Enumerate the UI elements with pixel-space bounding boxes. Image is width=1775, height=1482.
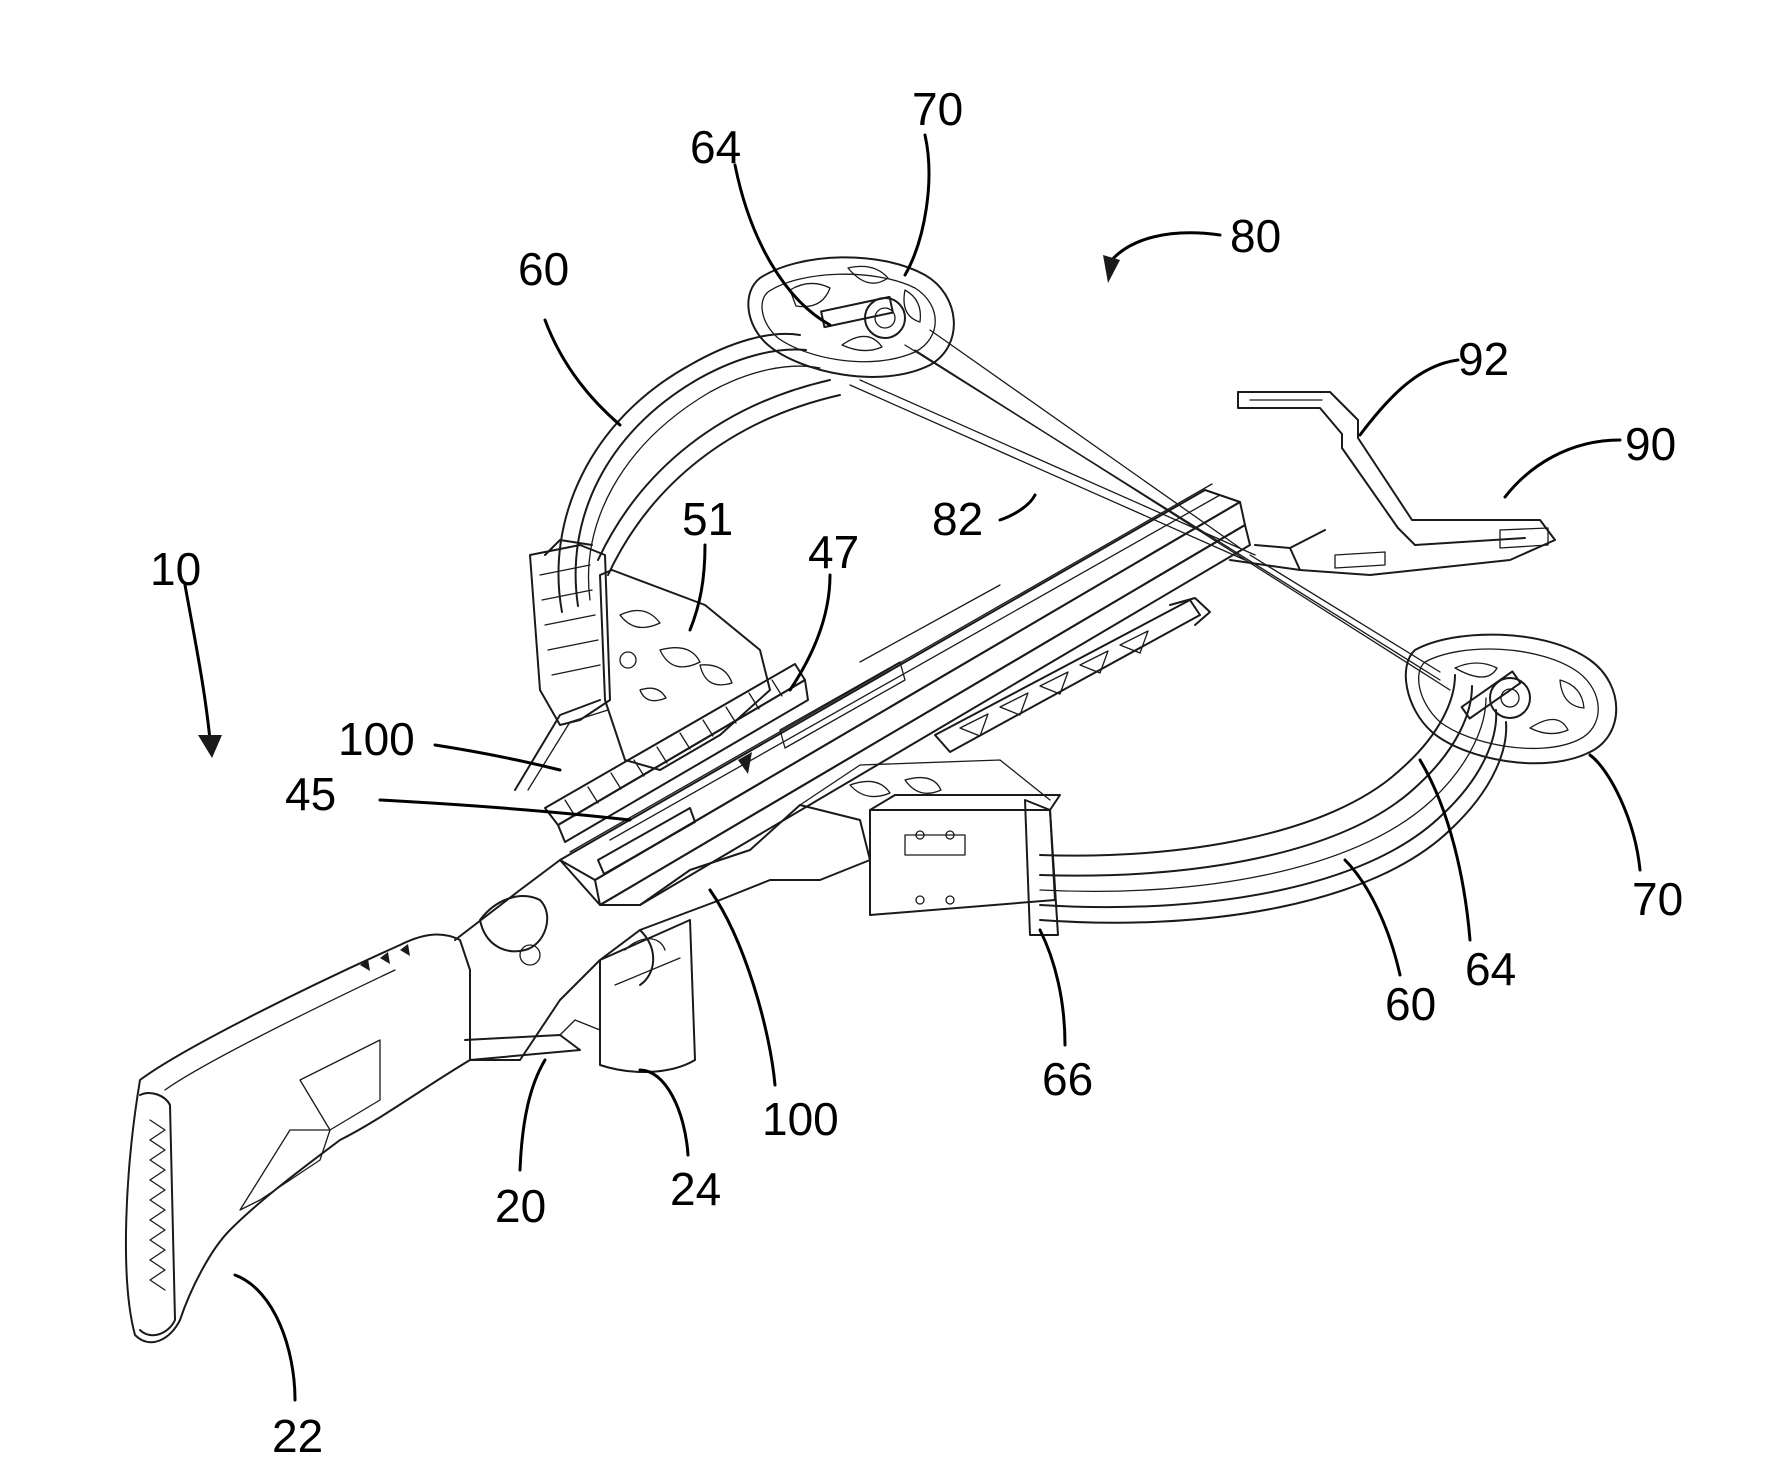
label-stock-assembly: 10 — [150, 543, 201, 595]
label-limb-pocket: 66 — [1042, 1053, 1093, 1105]
leader-10 — [185, 585, 210, 740]
reference-labels: 10 70 64 80 60 92 90 82 51 47 100 45 70 … — [150, 83, 1683, 1462]
leader-70-lower — [1590, 755, 1640, 870]
lower-limb — [1040, 675, 1506, 923]
leader-80 — [1110, 233, 1220, 262]
label-right-cable: 100 — [762, 1093, 839, 1145]
leader-20 — [520, 1060, 545, 1170]
upper-limb-block — [530, 540, 610, 725]
label-upper-cam: 70 — [912, 83, 963, 135]
limb-pocket — [800, 760, 1060, 935]
leader-22 — [235, 1275, 295, 1400]
leader-24 — [640, 1070, 688, 1155]
leader-100-right — [710, 890, 775, 1085]
label-butt-plate: 22 — [272, 1410, 323, 1462]
stock — [126, 805, 870, 1342]
arrowhead-10 — [198, 735, 222, 758]
arrowhead-80 — [1103, 255, 1120, 283]
leader-66 — [1040, 930, 1065, 1045]
lower-cam — [1406, 635, 1616, 764]
label-foot-stirrup: 90 — [1625, 418, 1676, 470]
leader-45 — [380, 800, 630, 820]
label-upper-limb: 60 — [518, 243, 569, 295]
label-stirrup-bar: 92 — [1458, 333, 1509, 385]
leader-51 — [690, 545, 705, 630]
foot-stirrup — [1230, 392, 1555, 575]
label-lower-limb-inner: 64 — [1465, 943, 1516, 995]
leader-90 — [1505, 440, 1620, 497]
leader-100-left — [435, 745, 560, 770]
left-cable — [515, 700, 608, 790]
label-string-direction: 80 — [1230, 210, 1281, 262]
label-riser-bracket: 51 — [682, 493, 733, 545]
label-upper-limb-inner: 64 — [690, 121, 741, 173]
label-scope-rail: 45 — [285, 768, 336, 820]
leader-lines — [185, 135, 1640, 1400]
leader-60-lower — [1345, 860, 1400, 975]
label-lower-limb: 60 — [1385, 978, 1436, 1030]
label-left-cable: 100 — [338, 713, 415, 765]
label-grip: 24 — [670, 1163, 721, 1215]
crossbow-drawing — [126, 257, 1616, 1342]
leader-92 — [1360, 360, 1458, 435]
scope-rail — [545, 664, 808, 874]
upper-limb — [558, 334, 840, 612]
label-rail-mount: 47 — [808, 526, 859, 578]
label-bowstring: 82 — [932, 493, 983, 545]
label-lower-cam: 70 — [1632, 873, 1683, 925]
leader-60-upper — [545, 320, 620, 425]
leader-82 — [1000, 495, 1035, 520]
leader-47 — [790, 575, 830, 690]
leader-70-upper — [905, 135, 929, 275]
label-riser: 20 — [495, 1180, 546, 1232]
